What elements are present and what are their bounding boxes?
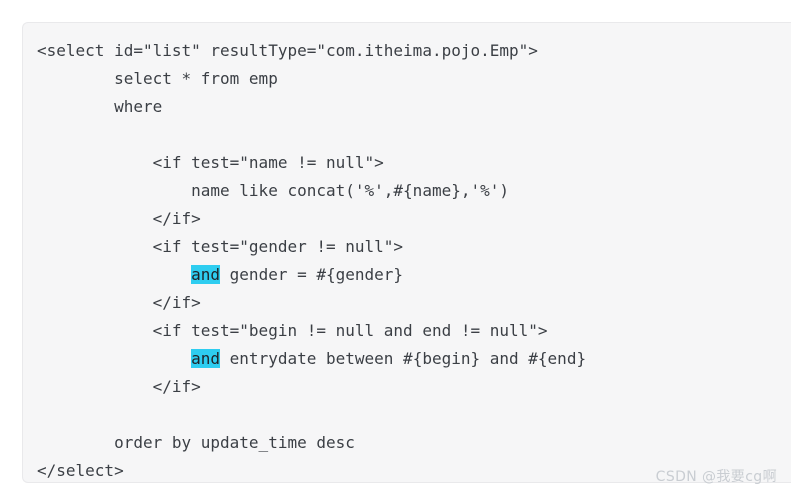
code-line: <select id="list" resultType="com.itheim… [23, 37, 791, 65]
code-line: where [23, 93, 791, 121]
code-text: order by update_time desc [37, 433, 355, 452]
code-text: where [37, 97, 163, 116]
code-text [37, 349, 191, 368]
code-text: <select id="list" resultType="com.itheim… [37, 41, 538, 60]
code-text: <if test="name != null"> [37, 153, 384, 172]
csdn-watermark: CSDN @我要cg啊 [655, 469, 777, 485]
code-content[interactable]: <select id="list" resultType="com.itheim… [23, 23, 791, 482]
code-text: </select> [37, 461, 124, 480]
code-line: <if test="name != null"> [23, 149, 791, 177]
code-line: order by update_time desc [23, 429, 791, 457]
code-block-card: <select id="list" resultType="com.itheim… [22, 22, 791, 483]
code-text: select * from emp [37, 69, 278, 88]
code-text: entrydate between #{begin} and #{end} [220, 349, 587, 368]
code-line [23, 121, 791, 149]
code-text: name like concat('%',#{name},'%') [37, 181, 510, 200]
code-line [23, 401, 791, 429]
code-text: <if test="begin != null and end != null"… [37, 321, 548, 340]
code-text: gender = #{gender} [220, 265, 404, 284]
code-text: </if> [37, 377, 201, 396]
code-line: <if test="begin != null and end != null"… [23, 317, 791, 345]
code-line: and gender = #{gender} [23, 261, 791, 289]
code-line: name like concat('%',#{name},'%') [23, 177, 791, 205]
code-line: </if> [23, 289, 791, 317]
code-text: </if> [37, 293, 201, 312]
code-text: <if test="gender != null"> [37, 237, 404, 256]
highlighted-keyword: and [191, 349, 221, 368]
code-line: </select> [23, 457, 791, 482]
code-line: and entrydate between #{begin} and #{end… [23, 345, 791, 373]
code-text [37, 265, 191, 284]
code-line: </if> [23, 205, 791, 233]
code-text: </if> [37, 209, 201, 228]
code-line: </if> [23, 373, 791, 401]
code-line: select * from emp [23, 65, 791, 93]
highlighted-keyword: and [191, 265, 221, 284]
code-line: <if test="gender != null"> [23, 233, 791, 261]
